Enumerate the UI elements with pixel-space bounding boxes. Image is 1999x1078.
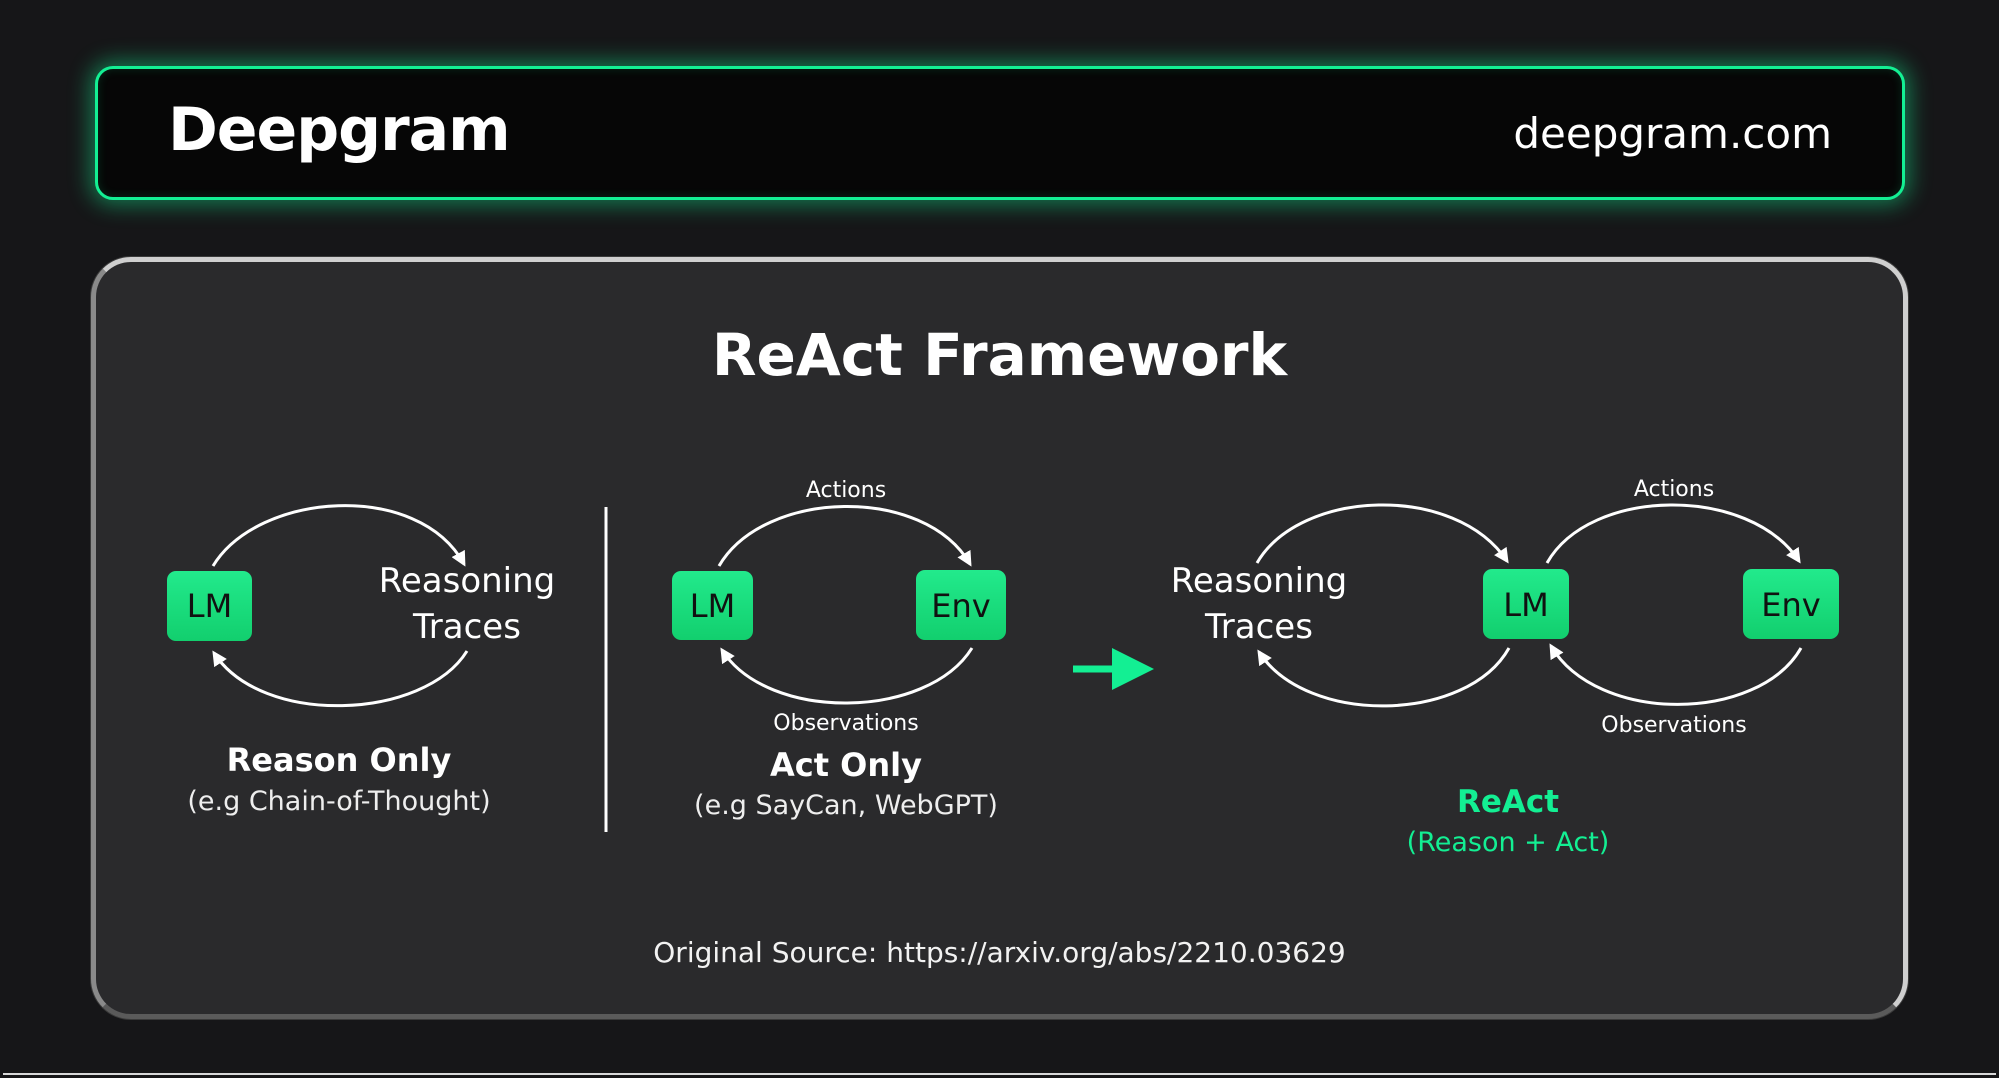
act-only-subcaption: (e.g SayCan, WebGPT) — [694, 790, 998, 821]
react-observations-arrow — [1549, 643, 1803, 706]
reason-only-caption: Reason Only — [227, 741, 452, 779]
act-only-group: LM Env Actions Observations Act Only (e.… — [672, 478, 1006, 821]
act-observations-arrow — [720, 647, 974, 705]
reasoning-traces-label-2: Traces — [412, 607, 521, 647]
env-node-label: Env — [931, 587, 990, 625]
env-node — [916, 570, 1006, 640]
lm-node-label: LM — [1503, 586, 1548, 624]
react-actions-arrow — [1545, 503, 1801, 564]
source-citation[interactable]: Original Source: https://arxiv.org/abs/2… — [653, 936, 1346, 969]
deepgram-logo[interactable]: Deepgram — [168, 95, 511, 165]
site-link[interactable]: deepgram.com — [1513, 109, 1832, 158]
lm-node — [1483, 569, 1569, 639]
reason-loop-bottom-arrow — [212, 650, 469, 708]
reasoning-traces-label-1: Reasoning — [379, 561, 556, 601]
react-actions-label: Actions — [1634, 477, 1714, 502]
act-only-caption: Act Only — [770, 746, 922, 784]
react-group: LM Env Reasoning Traces Actions Observat… — [1171, 477, 1839, 858]
lm-node-label: LM — [187, 587, 232, 625]
reason-only-group: LM Reasoning Traces Reason Only (e.g Cha… — [167, 504, 556, 817]
react-observations-label: Observations — [1601, 713, 1746, 738]
reason-only-subcaption: (e.g Chain-of-Thought) — [187, 786, 490, 817]
react-caption: ReAct — [1457, 784, 1559, 820]
lm-node — [167, 571, 252, 641]
actions-label: Actions — [806, 478, 886, 503]
arrow-right-icon — [1073, 648, 1154, 690]
lm-node-label: LM — [690, 587, 735, 625]
env-node — [1743, 569, 1839, 639]
react-reasoning-label-2: Traces — [1204, 607, 1313, 647]
react-reason-bottom-arrow — [1257, 647, 1511, 708]
page-title: ReAct Framework — [711, 321, 1288, 389]
env-node-label: Env — [1761, 586, 1820, 624]
reason-loop-top-arrow — [211, 504, 466, 567]
react-reason-top-arrow — [1255, 503, 1509, 564]
act-actions-arrow — [717, 505, 972, 567]
observations-label: Observations — [773, 711, 918, 736]
header-bar: Deepgram deepgram.com — [95, 66, 1905, 200]
lm-node — [672, 571, 753, 640]
react-subcaption: (Reason + Act) — [1407, 827, 1610, 858]
react-reasoning-label-1: Reasoning — [1171, 561, 1348, 601]
